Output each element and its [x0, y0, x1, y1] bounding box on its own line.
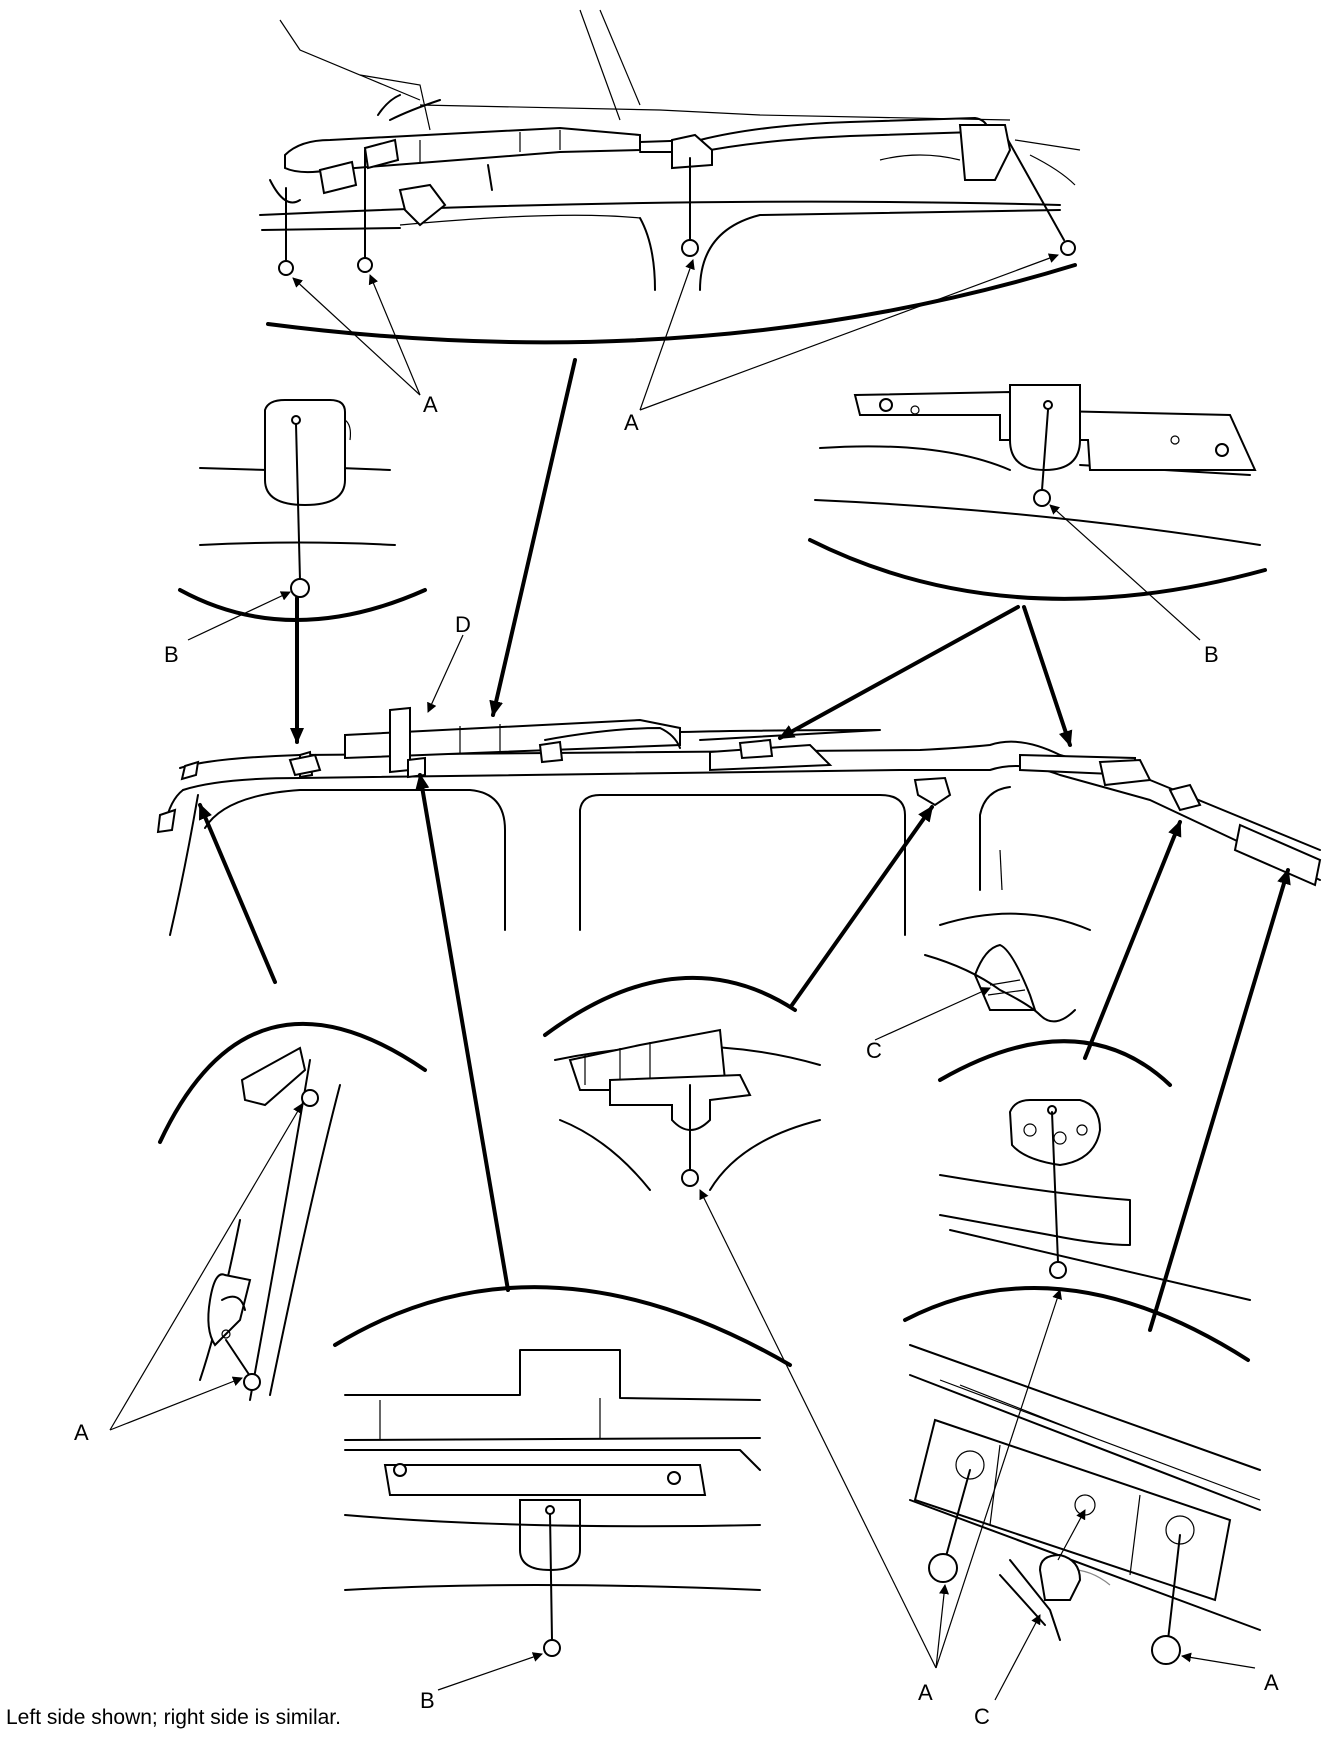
callout-label-b: B [1204, 642, 1219, 667]
bolt-icon [543, 1513, 561, 1657]
callout-label-c: C [974, 1704, 990, 1729]
pillar-detail-left: A [74, 1021, 427, 1445]
bolt-icon [278, 187, 294, 276]
bolt-icon [681, 157, 699, 257]
bolt-icon [928, 1469, 971, 1583]
clip-detail-bottom-center: B [333, 1285, 792, 1713]
rail-detail-bottom-right: C A A [699, 1189, 1279, 1729]
diagram-caption: Left side shown; right side is similar. [6, 1706, 341, 1729]
bolt-icon [225, 1339, 261, 1391]
bolt-icon [1033, 409, 1051, 507]
clip-detail-left: B [164, 399, 427, 667]
callout-label-a: A [918, 1680, 933, 1705]
bolt-icon [290, 423, 310, 598]
top-detail-view: A A [259, 9, 1081, 435]
bolt-icon [1007, 139, 1076, 256]
clip-detail-c-upper: C [866, 912, 1091, 1063]
callout-label-a: A [423, 392, 438, 417]
callout-label-a: A [1264, 1670, 1279, 1695]
callout-label-c: C [866, 1038, 882, 1063]
callout-label-b: B [164, 642, 179, 667]
bracket-detail-right: B [808, 384, 1267, 667]
callout-label-a: A [74, 1420, 89, 1445]
callout-label-b: B [420, 1688, 435, 1713]
callout-label-d: D [455, 612, 471, 637]
bolt-icon [301, 1089, 319, 1107]
rail-bracket-detail-center [543, 975, 821, 1191]
bolt-icon [357, 149, 373, 273]
bolt-icon [681, 1084, 699, 1187]
callout-label-a: A [624, 410, 639, 435]
bolt-icon [1151, 1534, 1181, 1665]
clip-detail-mid-right [938, 1039, 1251, 1301]
main-assembly-view: D [156, 358, 1322, 1332]
bolt-icon [1049, 1111, 1067, 1279]
